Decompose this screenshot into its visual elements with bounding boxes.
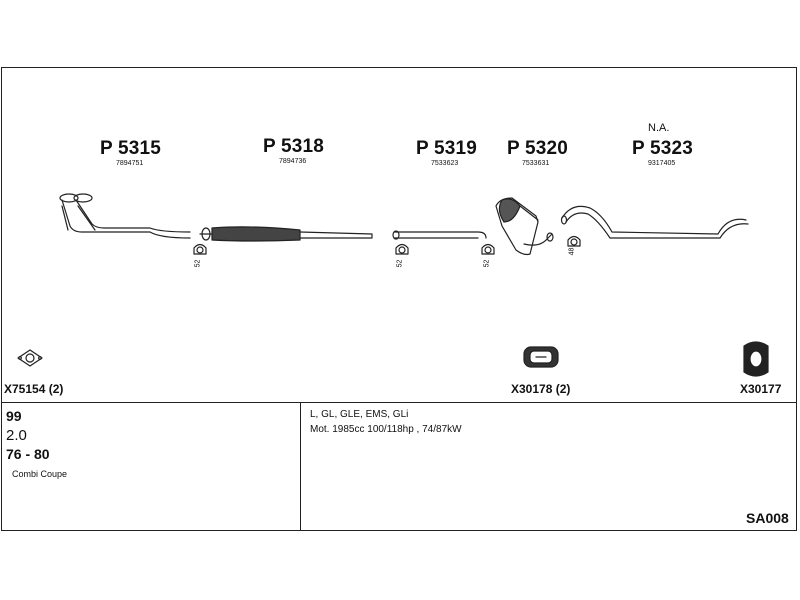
info-column-divider [300,402,301,531]
info-divider [1,402,797,403]
rubber-ring-icon [743,341,769,377]
accessory-label-x30178: X30178 (2) [511,382,571,396]
intermediate-pipe-p5319 [392,230,487,240]
middle-silencer-p5318 [199,226,373,242]
clamp-size-label: 48 [568,247,576,256]
part-code-p5319: 7533623 [431,160,459,167]
clamp-icon [193,243,207,255]
part-code-p5323: 9317405 [648,160,676,167]
tail-pipe-p5323 [560,205,749,239]
rubber-mount-icon [523,346,559,368]
part-number-p5323: P 5323 [632,138,694,159]
flange-gasket-icon [17,349,43,367]
part-number-p5319: P 5319 [416,138,478,159]
vehicle-years: 76 - 80 [6,446,50,462]
clamp-size-label: 52 [483,259,491,268]
part-code-p5315: 7894751 [116,160,144,167]
engine-specs: Mot. 1985cc 100/118hp , 74/87kW [310,424,462,435]
accessory-label-x30177: X30177 [740,382,782,396]
vehicle-body: Combi Coupe [12,469,68,479]
front-pipe-p5315 [59,193,191,239]
vehicle-model: 99 [6,408,22,424]
accessory-label-x75154: X75154 (2) [4,382,64,396]
sheet-id: SA008 [746,510,789,526]
clamp-size-label: 52 [396,259,404,268]
rear-silencer-p5320 [495,197,554,256]
clamp-icon [395,243,409,255]
part-code-p5318: 7894736 [279,158,307,165]
part-number-p5318: P 5318 [263,136,325,157]
part-note-p5323: N.A. [648,122,670,134]
vehicle-engine: 2.0 [6,427,27,444]
part-code-p5320: 7533631 [522,160,550,167]
clamp-icon [567,235,581,247]
clamp-icon [481,243,495,255]
vehicle-variants: L, GL, GLE, EMS, GLi [310,409,409,420]
clamp-size-label: 52 [194,259,202,268]
part-number-p5315: P 5315 [100,138,162,159]
part-number-p5320: P 5320 [507,138,569,159]
diagram-frame [1,67,797,531]
